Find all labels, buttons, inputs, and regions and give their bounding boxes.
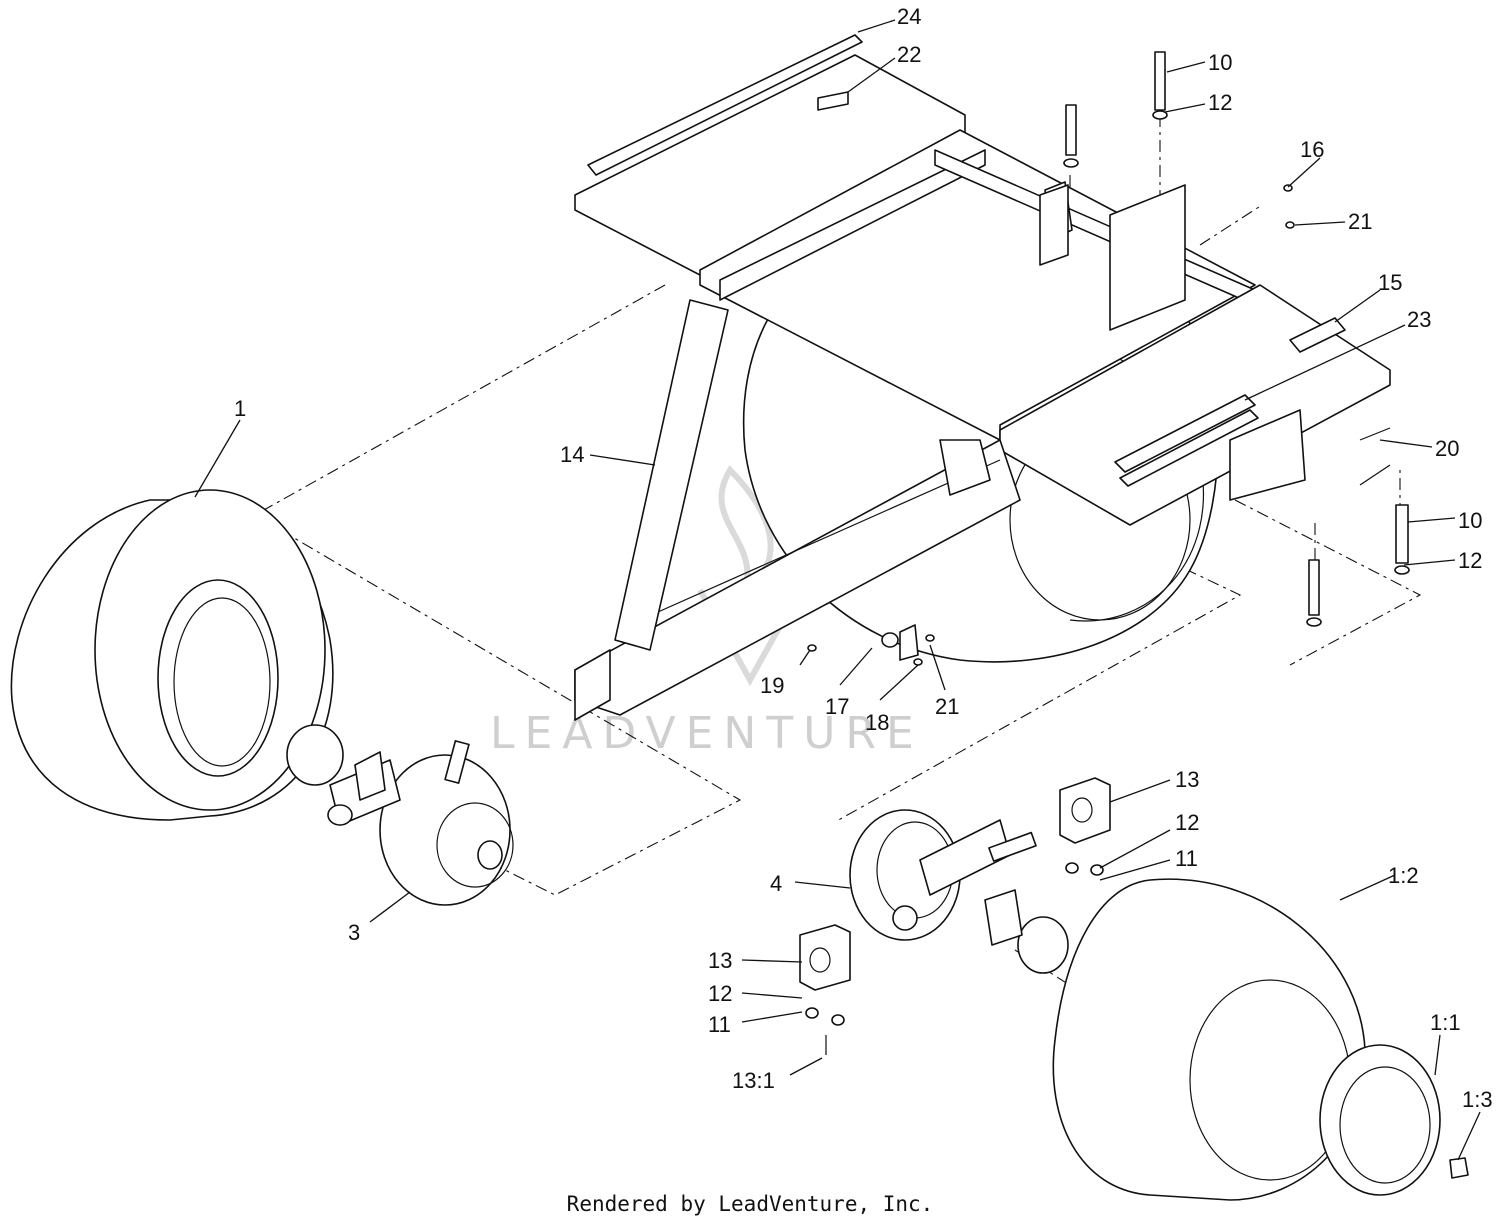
pillow-blocks <box>799 777 1111 1055</box>
axle-right <box>849 809 1069 974</box>
trailer-frame <box>574 34 1391 721</box>
callout-1-1: 1:1 <box>1430 1010 1461 1035</box>
footer-credit: Rendered by LeadVenture, Inc. <box>566 1192 934 1216</box>
callout-23: 23 <box>1407 307 1431 332</box>
callout-16: 16 <box>1300 137 1324 162</box>
callout-12-right: 12 <box>1458 548 1482 573</box>
callout-10-right: 10 <box>1458 508 1482 533</box>
callout-1-3: 1:3 <box>1462 1087 1493 1112</box>
hardware <box>807 51 1410 666</box>
callout-1-2: 1:2 <box>1388 863 1419 888</box>
callout-24: 24 <box>897 4 921 29</box>
callout-15: 15 <box>1378 270 1402 295</box>
tire-right <box>1052 878 1469 1201</box>
callout-12-mid: 12 <box>1175 810 1199 835</box>
callout-12-top: 12 <box>1208 90 1232 115</box>
tire-left <box>10 489 334 821</box>
callout-10-top: 10 <box>1208 50 1232 75</box>
callout-18: 18 <box>865 710 889 735</box>
callout-21-mid: 21 <box>935 694 959 719</box>
callout-3: 3 <box>348 920 360 945</box>
callout-11-left: 11 <box>708 1012 731 1037</box>
callout-12-left: 12 <box>708 981 732 1006</box>
callout-19: 19 <box>760 673 784 698</box>
callout-13-1: 13:1 <box>732 1068 775 1093</box>
axle-left <box>286 724 514 906</box>
callout-17: 17 <box>825 694 849 719</box>
callout-11-mid: 11 <box>1175 846 1198 871</box>
callout-1: 1 <box>234 396 246 421</box>
callout-20: 20 <box>1435 436 1459 461</box>
leader-lines <box>194 19 1481 1161</box>
callout-4: 4 <box>770 871 782 896</box>
callout-13-top: 13 <box>1175 767 1199 792</box>
callout-13-left: 13 <box>708 948 732 973</box>
callout-14: 14 <box>560 442 584 467</box>
watermark: LEADVENTURE <box>490 708 924 759</box>
callout-22: 22 <box>897 42 921 67</box>
callouts: 24 22 10 12 16 21 15 23 20 10 12 1 14 19… <box>234 4 1493 1112</box>
callout-21-top: 21 <box>1348 209 1372 234</box>
